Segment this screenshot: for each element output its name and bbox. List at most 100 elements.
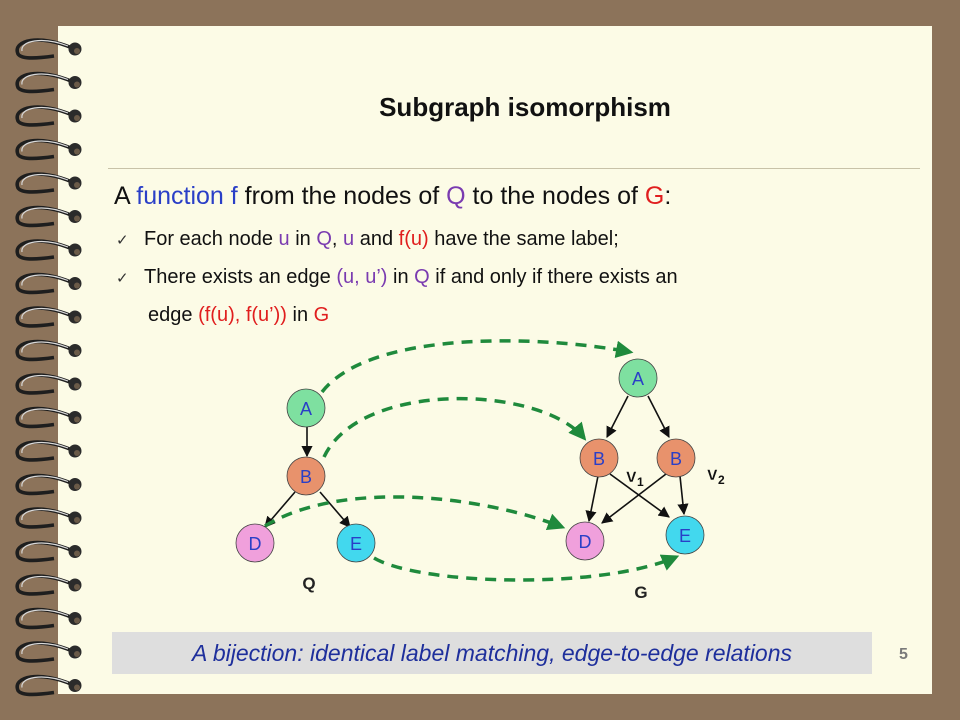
- g-graph: A B B D E G v 1 v 2: [565, 358, 725, 602]
- mapping-e-to-e: [373, 554, 680, 582]
- q-node-d: D: [235, 523, 275, 563]
- bullet1-fu: f(u): [398, 228, 429, 250]
- bullet2-q: Q: [414, 266, 430, 288]
- binding-ring: [15, 105, 82, 127]
- mapping-b-to-b1: [322, 396, 587, 458]
- g-node-b2: B: [656, 438, 696, 478]
- mapping-d-to-d: [264, 495, 566, 531]
- g-edge-b2-e: [677, 475, 689, 516]
- bullet1-q: Q: [316, 228, 332, 250]
- title-divider: [108, 168, 920, 169]
- check-icon: ✓: [116, 270, 129, 287]
- definition-heading: A function f from the nodes of Q to the …: [114, 182, 671, 211]
- binding-ring: [15, 71, 82, 94]
- q-node-a-label: A: [300, 399, 312, 419]
- v2-label: v 2: [707, 464, 725, 487]
- v1-label: v 1: [626, 466, 644, 489]
- bullet2-text-2: in: [387, 266, 415, 288]
- binding-ring: [15, 507, 82, 529]
- g-edge-b2-d: [601, 473, 667, 524]
- summary-text: A bijection: identical label matching, e…: [191, 640, 793, 666]
- g-edges: [585, 395, 689, 524]
- heading-function-f: function f: [136, 182, 238, 210]
- g-node-b1: B: [579, 438, 619, 478]
- bullet-edge-condition-cont: edge (f(u), f(u’)) in G: [148, 304, 329, 327]
- bullet2-text-5: in: [286, 304, 314, 326]
- g-node-d: D: [565, 521, 605, 561]
- bullet2-g: G: [313, 304, 330, 326]
- bullet1-text-2: in: [289, 228, 317, 250]
- binding-ring: [15, 641, 82, 663]
- binding-ring: [15, 473, 82, 496]
- g-node-e: E: [665, 515, 705, 555]
- bullet2-text-4: edge: [148, 304, 199, 326]
- bullet1-text-1: For each node: [144, 228, 279, 250]
- g-node-b1-label: B: [593, 449, 605, 469]
- g-node-b2-label: B: [670, 449, 682, 469]
- bullet2-text-1: There exists an edge: [144, 266, 337, 288]
- v2-sub: 2: [718, 473, 725, 487]
- q-edge-b-e: [319, 491, 351, 528]
- heading-g: G: [644, 182, 665, 210]
- mapping-a-to-a: [320, 339, 634, 394]
- heading-text-3: to the nodes of: [465, 182, 645, 210]
- v1-base: v: [626, 466, 637, 487]
- g-edge-b1-d: [585, 475, 599, 523]
- bullet-same-label: ✓ For each node u in Q, u and f(u) have t…: [116, 228, 619, 251]
- q-node-d-label: D: [249, 534, 262, 554]
- bullet2-edge-fu: (f(u), f(u’)): [198, 304, 287, 326]
- g-graph-label: G: [634, 583, 647, 602]
- g-node-d-label: D: [579, 532, 592, 552]
- heading-q: Q: [446, 182, 466, 210]
- binding-ring: [15, 674, 82, 697]
- bullet2-edge-uu: (u, u’): [336, 266, 388, 288]
- spiral-binding: [15, 38, 82, 697]
- binding-ring: [15, 339, 82, 362]
- slide-title: Subgraph isomorphism: [379, 92, 671, 122]
- check-icon: ✓: [116, 232, 129, 249]
- q-graph-label: Q: [302, 574, 315, 593]
- q-node-a: A: [286, 388, 326, 428]
- q-node-e-label: E: [350, 534, 362, 554]
- v1-sub: 1: [637, 475, 644, 489]
- summary-banner: A bijection: identical label matching, e…: [112, 632, 872, 674]
- binding-ring: [15, 205, 82, 228]
- binding-ring: [15, 172, 82, 194]
- g-node-a-label: A: [632, 369, 644, 389]
- binding-ring: [15, 440, 82, 462]
- g-node-e-label: E: [679, 526, 691, 546]
- g-edge-b1-e: [609, 473, 670, 518]
- g-node-a: A: [618, 358, 658, 398]
- binding-ring: [15, 574, 82, 596]
- binding-ring: [15, 406, 82, 429]
- bullet1-text-5: have the same label;: [428, 228, 619, 250]
- q-node-b-label: B: [300, 467, 312, 487]
- heading-text-2: from the nodes of: [237, 182, 447, 210]
- v2-base: v: [707, 464, 718, 485]
- binding-ring: [15, 239, 82, 261]
- bullet1-text-3: ,: [331, 228, 344, 250]
- slide-page: [58, 26, 932, 694]
- g-edge-a-b1: [606, 395, 629, 438]
- bullet-edge-condition: ✓ There exists an edge (u, u’) in Q if an…: [116, 266, 678, 289]
- binding-ring: [15, 138, 82, 161]
- mapping-arrows: [264, 339, 680, 582]
- g-edge-a-b2: [647, 395, 670, 438]
- binding-ring: [15, 306, 82, 328]
- q-graph: A B D E Q: [235, 388, 376, 593]
- bullet2-text-3: if and only if there exists an: [429, 266, 678, 288]
- binding-ring: [15, 272, 82, 295]
- binding-ring: [15, 38, 82, 60]
- binding-ring: [15, 373, 82, 395]
- heading-text-1: A: [114, 182, 137, 210]
- bullet1-text-4: and: [354, 228, 399, 250]
- page-number: 5: [899, 646, 908, 663]
- bullet1-u: u: [278, 228, 290, 250]
- heading-colon: :: [664, 182, 672, 210]
- binding-ring: [15, 607, 82, 630]
- binding-ring: [15, 540, 82, 563]
- bullet1-u2: u: [343, 228, 355, 250]
- q-node-b: B: [286, 456, 326, 496]
- q-node-e: E: [336, 523, 376, 563]
